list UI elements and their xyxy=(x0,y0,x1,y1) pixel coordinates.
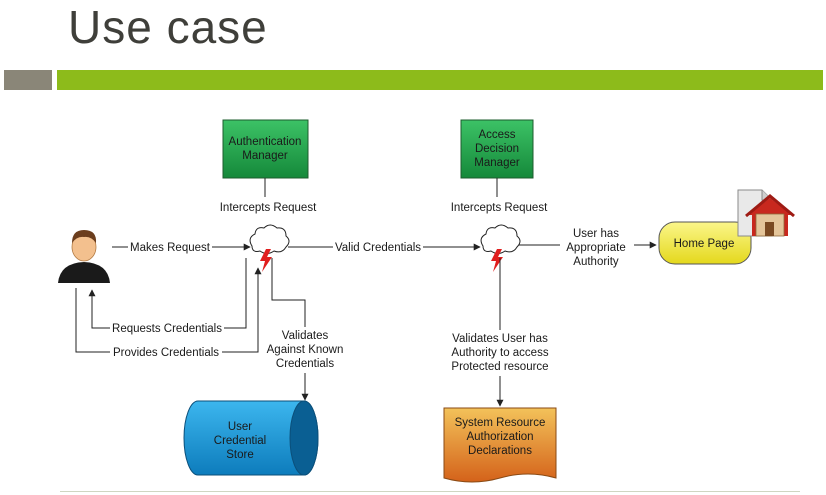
title-bar-green xyxy=(57,70,823,90)
access-manager-line-2: Decision xyxy=(475,143,519,155)
intercepts-request-label-2: Intercepts Request xyxy=(451,202,548,214)
valid-credentials-label: Valid Credentials xyxy=(335,242,421,254)
auth-manager-line-2: Manager xyxy=(242,150,288,162)
system-resource-line-1: System Resource xyxy=(455,417,546,429)
lightning-icon xyxy=(260,249,272,272)
validates-against-line-2: Against Known xyxy=(267,344,344,356)
requests-credentials-label: Requests Credentials xyxy=(112,323,222,335)
credential-store-cylinder: User Credential Store xyxy=(183,400,319,476)
footer-divider xyxy=(60,491,800,492)
title-bar-grey xyxy=(4,70,52,90)
system-resource-line-3: Declarations xyxy=(468,445,532,457)
user-icon xyxy=(58,230,110,283)
home-page-box: Home Page xyxy=(658,221,752,265)
credential-store-line-1: User xyxy=(228,421,252,433)
system-resource-document: System Resource Authorization Declaratio… xyxy=(443,407,557,483)
validates-user-line-2: Authority to access xyxy=(451,347,548,359)
validates-user-line-3: Protected resource xyxy=(451,361,548,373)
slide-title: Use case xyxy=(68,1,268,53)
system-resource-line-2: Authorization xyxy=(466,431,533,443)
validates-against-line-1: Validates xyxy=(282,330,329,342)
user-has-line-2: Appropriate xyxy=(566,242,625,254)
credential-store-line-3: Store xyxy=(226,449,254,461)
credential-store-line-2: Credential xyxy=(214,435,266,447)
authentication-manager-box: Authentication Manager xyxy=(222,119,309,179)
makes-request-label: Makes Request xyxy=(130,242,211,254)
lightning-icon xyxy=(491,249,503,272)
user-has-line-3: Authority xyxy=(573,256,619,268)
access-manager-line-3: Manager xyxy=(474,157,520,169)
access-manager-line-1: Access xyxy=(478,129,515,141)
auth-manager-line-1: Authentication xyxy=(229,136,302,148)
home-document-icon xyxy=(737,189,795,237)
validates-user-line-1: Validates User has xyxy=(452,333,548,345)
intercepts-request-label-1: Intercepts Request xyxy=(220,202,317,214)
home-page-label: Home Page xyxy=(674,238,735,250)
validates-against-line-3: Credentials xyxy=(276,358,334,370)
requests-credentials-arrow xyxy=(88,258,247,329)
access-decision-manager-box: Access Decision Manager xyxy=(460,119,534,179)
provides-credentials-label: Provides Credentials xyxy=(113,347,219,359)
user-has-line-1: User has xyxy=(573,228,619,240)
